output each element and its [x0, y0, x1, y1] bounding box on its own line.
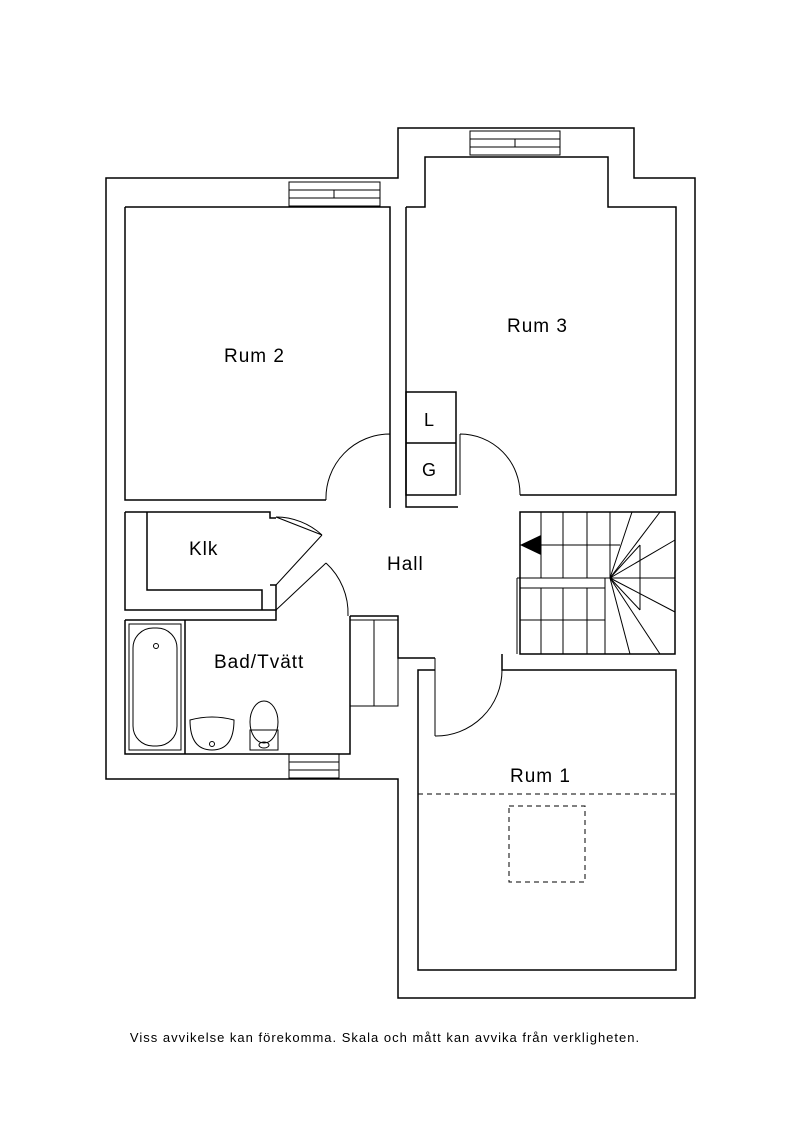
roof-window-outline: [508, 805, 586, 883]
klk-walls: [124, 511, 277, 611]
closet-label-l: L: [424, 410, 434, 430]
rum1-walls: [417, 654, 677, 971]
laundry-cabinet: [349, 619, 399, 707]
window-rum3: [469, 130, 561, 156]
disclaimer-text: Viss avvikelse kan förekomma. Skala och …: [129, 1030, 641, 1045]
stair-direction-arrow-icon: [520, 535, 541, 555]
rum3-walls: [405, 156, 677, 508]
room-label-bad: Bad/Tvätt: [214, 652, 304, 673]
window-bad: [288, 753, 340, 779]
room-label-rum2: Rum 2: [224, 346, 285, 367]
bad-walls: [124, 610, 435, 755]
sink: [189, 716, 235, 751]
closet-label-g: G: [422, 460, 436, 480]
outer-wall-outline: [105, 127, 696, 999]
staircase: [516, 511, 676, 655]
door-rum1: [434, 658, 503, 737]
door-rum3: [459, 433, 521, 496]
room-label-klk: Klk: [189, 539, 218, 560]
door-bad: [275, 562, 349, 617]
room-label-rum1: Rum 1: [510, 766, 571, 787]
door-rum2: [325, 433, 391, 501]
storage-closets: [405, 391, 457, 496]
room-label-hall: Hall: [387, 554, 424, 575]
bathtub: [128, 623, 182, 751]
room-label-rum3: Rum 3: [507, 316, 568, 337]
toilet: [249, 700, 279, 751]
window-rum2: [288, 181, 381, 207]
door-klk: [275, 516, 323, 586]
rum2-walls: [124, 206, 391, 508]
